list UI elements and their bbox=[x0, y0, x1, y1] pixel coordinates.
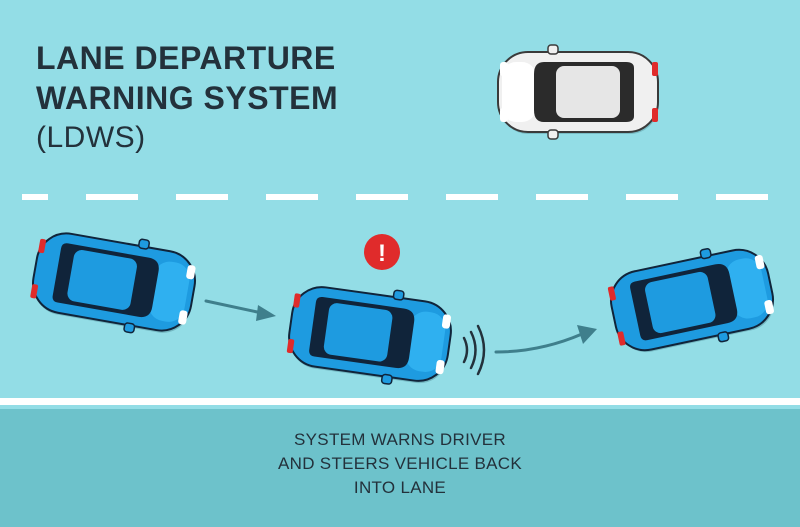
caption-line-2: AND STEERS VEHICLE BACK bbox=[277, 454, 523, 473]
warning-icon: ! bbox=[364, 234, 400, 270]
arrow-right-icon bbox=[204, 299, 276, 321]
solid-edge-line bbox=[0, 398, 800, 405]
caption-line-1: SYSTEM WARNS DRIVER bbox=[294, 430, 506, 449]
caption: SYSTEM WARNS DRIVER AND STEERS VEHICLE B… bbox=[0, 428, 800, 500]
svg-text:!: ! bbox=[378, 240, 386, 267]
title-subtitle: (LDWS) bbox=[36, 121, 146, 154]
sound-waves-icon bbox=[462, 324, 486, 376]
title-block: LANE DEPARTURE WARNING SYSTEM (LDWS) bbox=[36, 38, 338, 158]
dashed-lane-line bbox=[22, 194, 768, 200]
departing-car bbox=[283, 275, 457, 393]
title-line-1: LANE DEPARTURE bbox=[36, 40, 336, 76]
car-icon bbox=[26, 220, 202, 344]
roadside-band bbox=[0, 409, 800, 527]
caption-line-3: INTO LANE bbox=[353, 478, 447, 497]
title-line-2: WARNING SYSTEM bbox=[36, 80, 339, 116]
arrow-curve-icon bbox=[494, 325, 597, 354]
corrected-car bbox=[602, 236, 782, 364]
oncoming-white-car bbox=[497, 44, 659, 140]
